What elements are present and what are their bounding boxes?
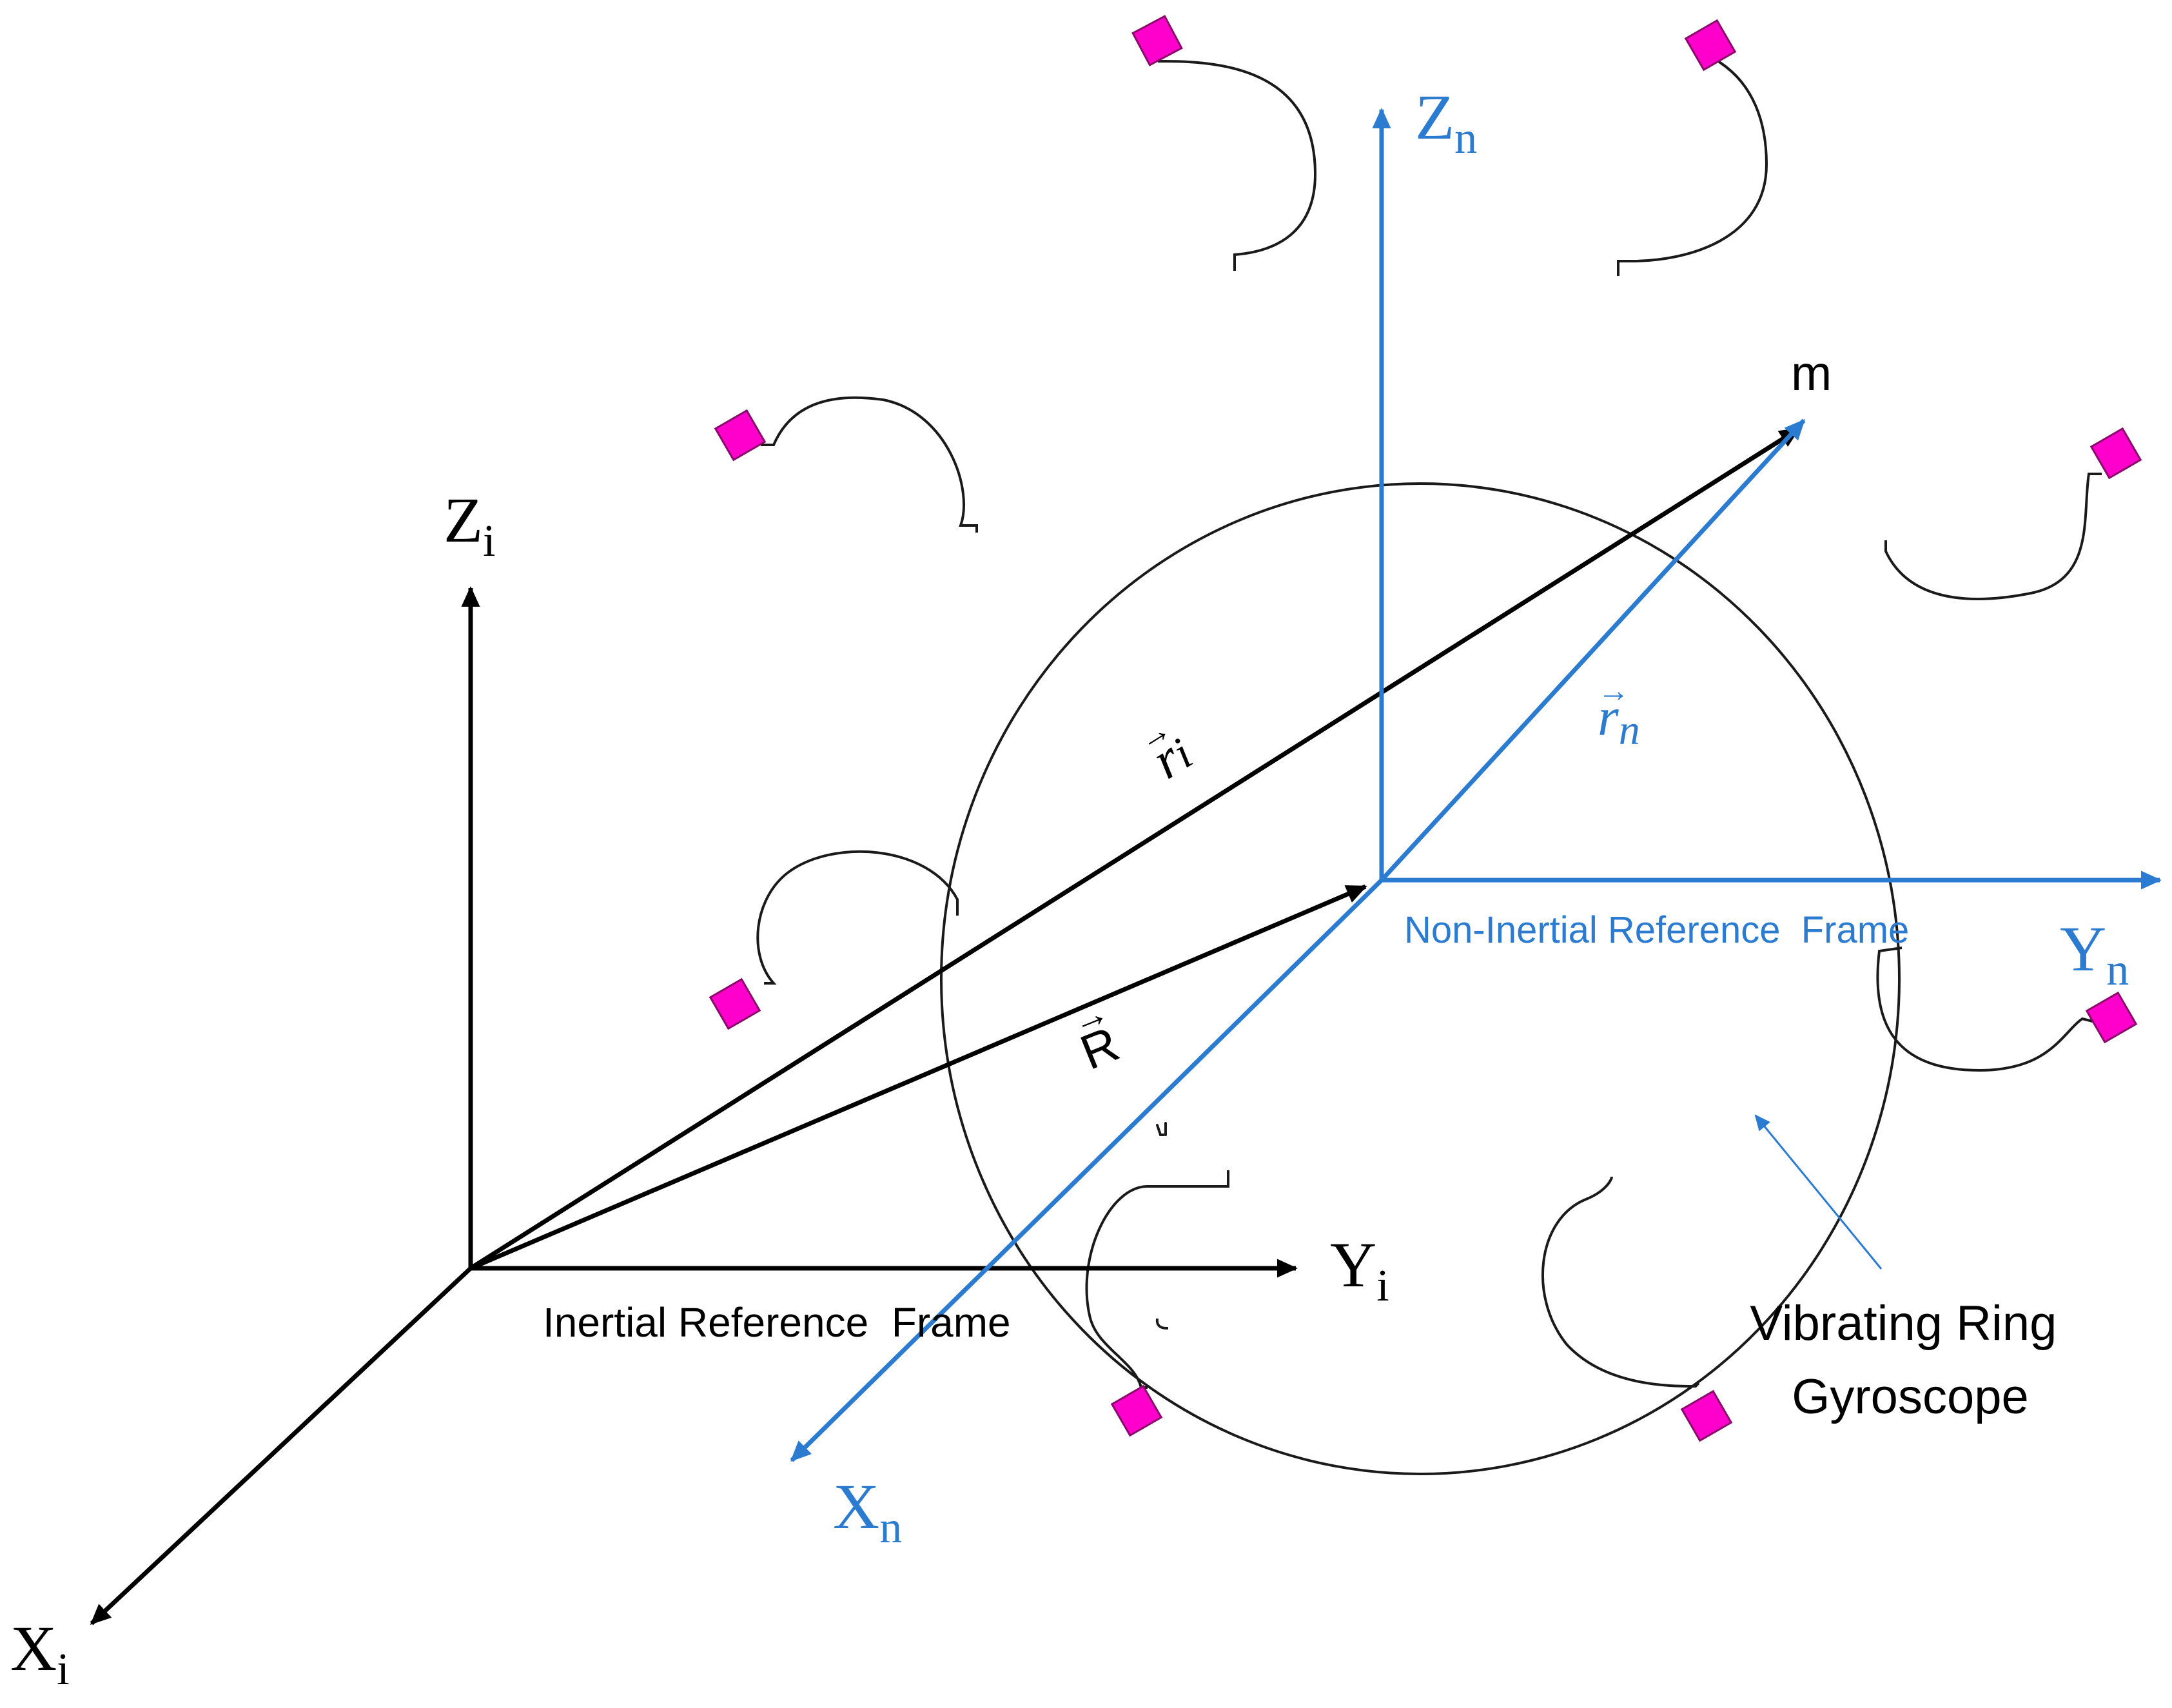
spring-left-upper [761,396,978,533]
non-inertial-x-label: Xn [833,1471,902,1553]
non-inertial-z-label: Zn [1415,81,1477,163]
inertial-y-label: Yi [1330,1229,1389,1311]
anchor-left-upper [714,409,767,462]
spring-top-right-upper [1617,57,1768,276]
non-inertial-frame-label: Non-Inertial Reference Frame [1404,909,1909,951]
inertial-z-label: Zi [444,484,496,566]
spring-right-lower [1876,947,2096,1072]
spring-right-upper [1884,473,2102,600]
vector-r-i [469,427,1801,1270]
inertial-x-axis [90,1266,473,1625]
gyroscope-label-line1: Vibrating Ring [1750,1296,2057,1351]
anchor-pads [709,15,2142,1442]
anchor-bottom-left [1110,1384,1163,1437]
gyroscope-label-line2: Gyroscope [1792,1369,2029,1424]
spring-bottom-left [1085,1170,1229,1389]
gyroscope-pointer-arrow [1754,1114,1883,1270]
anchor-left-lower [709,977,761,1030]
spring-bottom-right [1541,1176,1700,1388]
inertial-x-label: Xi [10,1613,70,1694]
inertial-frame-label: Inertial Reference Frame [543,1299,1011,1346]
anchor-right-upper [2089,427,2142,480]
svg-text:→: → [1598,672,1630,709]
position-vectors [469,427,1801,1271]
vector-r-n [1380,418,1806,882]
spring-left-lower [756,850,959,985]
anchor-right-lower [2085,991,2138,1044]
vector-r-n-label: rn → [1598,672,1640,754]
spring-supports [1157,1251,1167,1328]
non-inertial-x-axis [790,878,1384,1462]
anchor-top-right-upper [1684,19,1737,72]
svg-text:rn: rn [1598,687,1640,754]
vector-R [469,884,1367,1271]
spring-top-left-upper [1158,60,1317,271]
non-inertial-axes [790,108,2162,1462]
non-inertial-y-label: Yn [2060,913,2129,995]
springs [1156,1122,1167,1136]
anchor-top-left-upper [1131,15,1183,66]
vector-r-i-label: ri → [1131,711,1201,790]
vibrating-ring [940,482,1901,1475]
springs-main [756,57,2102,1389]
inertial-axes [90,586,1298,1625]
spring-top-left-upper [1157,1251,1167,1328]
mass-label: m [1791,346,1832,401]
spring-1 [1156,1122,1167,1136]
anchor-bottom-right [1680,1389,1733,1442]
gyroscope-label: Vibrating Ring Gyroscope [1750,1296,2070,1424]
vector-R-label: R → [1066,990,1126,1080]
